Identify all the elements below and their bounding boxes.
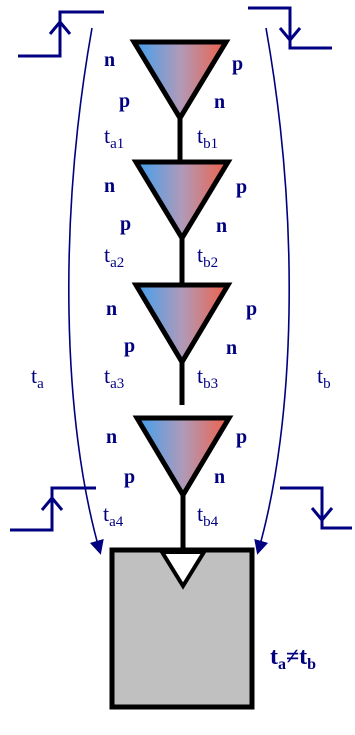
label-p-left: p (124, 335, 135, 357)
buffer-stage-3: n p p n ta3 tb3 (104, 282, 257, 392)
label-tb3: tb3 (197, 363, 218, 392)
label-tb1: tb1 (197, 123, 218, 152)
label-p-right: p (236, 176, 247, 198)
label-tb2: tb2 (197, 242, 218, 271)
label-p-right: p (232, 53, 243, 75)
buffer-triangle (131, 282, 233, 367)
falling-edge-waveform-top (248, 6, 332, 50)
label-n-left: n (104, 175, 115, 197)
label-tb4: tb4 (197, 501, 219, 530)
falling-edge-waveform-bottom (280, 486, 352, 530)
label-ta2: ta2 (104, 242, 124, 271)
label-n-right: n (214, 466, 225, 488)
label-ta4: ta4 (103, 501, 124, 530)
label-n-left: n (106, 426, 117, 448)
buffer-triangle (132, 415, 234, 500)
buffer-stage-1: n p p n ta1 tb1 (104, 39, 243, 152)
label-p-left: p (124, 466, 135, 488)
label-n-left: n (104, 49, 115, 71)
arrow-ta (68, 27, 104, 555)
buffer-stage-4: n p p n ta4 tb4 (103, 415, 247, 530)
label-n-right: n (214, 91, 225, 113)
label-p-left: p (120, 213, 131, 235)
label-p-right: p (236, 426, 247, 448)
label-p-right: p (246, 298, 257, 320)
label-p-left: p (119, 90, 130, 112)
label-ta3: ta3 (104, 363, 124, 392)
label-n-right: n (216, 215, 227, 237)
rising-edge-waveform-bottom (10, 486, 96, 532)
label-n-right: n (226, 337, 237, 359)
clock-input-triangle (158, 550, 208, 590)
buffer-triangle (129, 39, 231, 123)
label-ta1: ta1 (104, 123, 124, 152)
label-n-left: n (106, 298, 117, 320)
label-tb-total: tb (317, 363, 331, 392)
buffer-stage-2: n p p n ta2 tb2 (104, 159, 247, 271)
arrow-tb (254, 27, 290, 555)
label-ta-total: ta (31, 363, 44, 392)
inequality-label: ta≠tb (270, 644, 316, 673)
buffer-triangle (131, 159, 233, 243)
receiver-block (109, 547, 255, 710)
rising-edge-waveform-top (18, 10, 104, 58)
